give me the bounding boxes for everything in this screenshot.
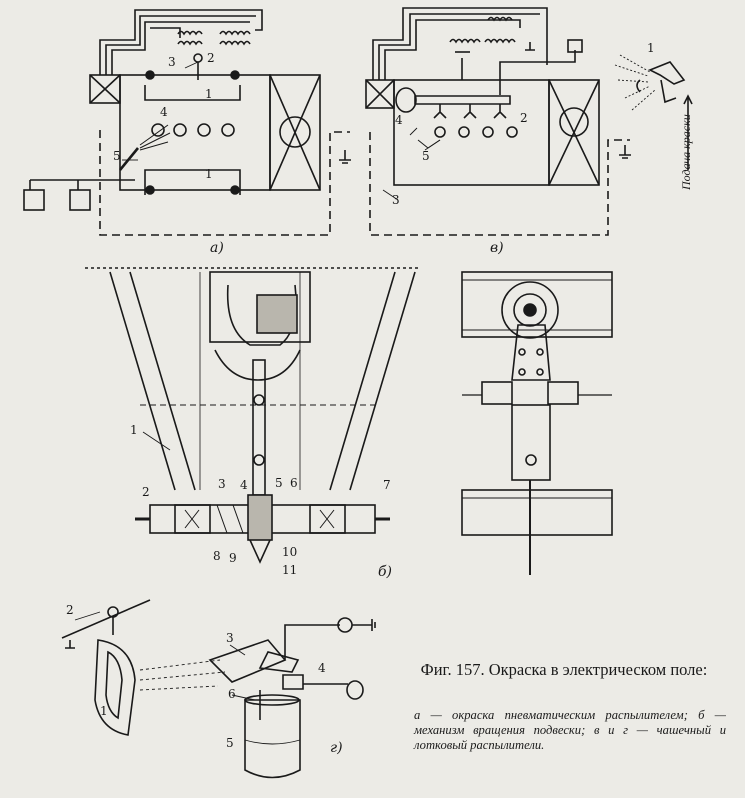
label-b-6: 6	[290, 476, 298, 490]
label-b-2: 2	[142, 485, 150, 499]
figure-caption: Фиг. 157. Окраска в электрическом поле:	[404, 660, 724, 679]
label-g-1: 1	[100, 704, 108, 718]
label-b-7: 7	[383, 478, 391, 492]
label-v-1: 1	[647, 41, 655, 55]
panel-g-container	[244, 699, 301, 779]
label-b-1: 1	[130, 423, 138, 437]
panel-g-trough	[208, 639, 287, 683]
panel-a-fan-box	[269, 74, 321, 191]
sublabel-a: а)	[210, 240, 224, 256]
sublabel-g: г)	[330, 740, 343, 756]
panel-a-fan	[279, 116, 311, 148]
panel-b-rotation-mechanism	[85, 267, 420, 564]
label-b-3: 3	[218, 477, 226, 491]
paint-feed-label: Подача краски	[679, 114, 693, 191]
panel-a-tank	[69, 189, 91, 211]
label-v-4: 4	[395, 113, 403, 127]
panel-v-valve	[567, 39, 583, 53]
panel-b-pulley-housing	[209, 271, 311, 343]
panel-g-valve	[282, 674, 304, 690]
label-a-3: 3	[168, 55, 176, 69]
panel-g-hv-source	[337, 617, 353, 633]
panel-a-conveyor-bottom	[144, 169, 241, 195]
panel-b-frame	[109, 271, 176, 491]
panel-g-workpiece	[94, 639, 136, 736]
label-v-5: 5	[422, 149, 430, 163]
label-v-2: 2	[520, 111, 528, 125]
sublabel-b: б)	[378, 564, 392, 580]
label-b-4: 4	[240, 478, 248, 492]
panel-g-motor	[346, 680, 364, 700]
panel-a-coil	[177, 30, 203, 36]
side-holder	[511, 404, 551, 481]
label-b-11: 11	[282, 563, 297, 577]
panel-v-cups	[433, 104, 507, 119]
panel-v-fan-box	[548, 79, 600, 186]
label-g-6: 6	[228, 687, 236, 701]
label-a-5: 5	[113, 149, 121, 163]
panel-v-cup-detail	[648, 61, 686, 85]
panel-b-hub	[247, 494, 273, 541]
label-g-3: 3	[226, 631, 234, 645]
label-v-3: 3	[392, 193, 400, 207]
panel-a-enclosure	[99, 130, 350, 236]
panel-a-spray-gun	[118, 147, 140, 171]
panel-a-part	[151, 123, 165, 137]
label-g-2: 2	[66, 603, 74, 617]
label-a-1-bottom: 1	[205, 167, 213, 181]
label-g-5: 5	[226, 736, 234, 750]
side-rail-top	[461, 271, 613, 338]
panel-a-conveyor-top	[144, 85, 241, 101]
label-a-4: 4	[160, 105, 168, 119]
panel-g-conveyor-wire	[61, 599, 151, 639]
panel-v-fan	[559, 107, 589, 137]
side-rail-bottom	[461, 489, 613, 536]
panel-g-trough-sprayer	[61, 599, 376, 779]
label-a-1-top: 1	[205, 87, 213, 101]
side-arm	[511, 324, 551, 381]
leader-lines	[74, 61, 441, 701]
label-b-5: 5	[275, 476, 283, 490]
panel-v-header-pipe	[414, 95, 511, 105]
label-a-2: 2	[207, 51, 215, 65]
caption-description: а — окраска пневматическим распылителем;…	[414, 708, 726, 752]
panel-a-wire	[99, 9, 263, 75]
panel-a-tank	[23, 189, 45, 211]
caption-title: Фиг. 157. Окраска в электрическом поле:	[420, 660, 708, 679]
label-b-8: 8	[213, 549, 221, 563]
panel-a-pneumatic-spray	[23, 9, 351, 236]
label-g-4: 4	[318, 661, 326, 675]
panel-v-cup-sprayer	[365, 7, 693, 236]
side-pulley	[501, 281, 559, 339]
sublabel-v: в)	[490, 240, 504, 256]
panel-a-wire	[111, 21, 250, 75]
panel-a-wire	[105, 15, 256, 75]
panel-v-enclosure	[369, 132, 630, 236]
panel-a-ground	[339, 150, 351, 164]
label-b-10: 10	[282, 545, 297, 559]
panel-a-booth	[119, 74, 271, 191]
panel-b-side-view	[461, 271, 613, 575]
label-b-9: 9	[229, 551, 237, 565]
panel-v-motor	[395, 87, 417, 113]
